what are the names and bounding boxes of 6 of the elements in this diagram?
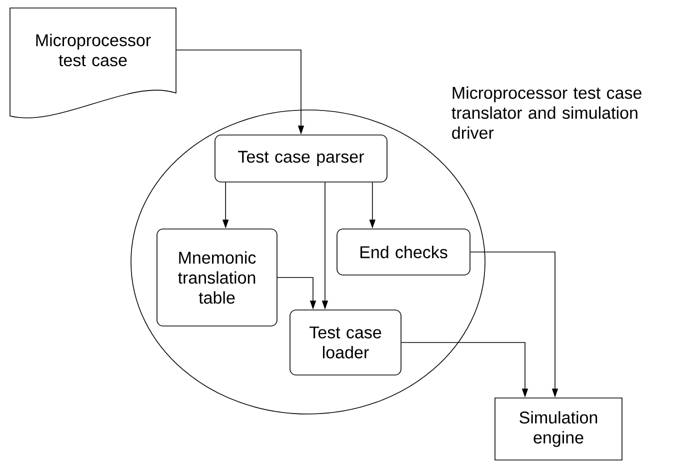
process-box: Mnemonic translation table bbox=[156, 228, 278, 326]
process-box: End checks bbox=[336, 228, 470, 276]
process-box: Simulation engine bbox=[494, 398, 622, 460]
process-box: Test case parser bbox=[214, 134, 388, 182]
heading-text: Microprocessor test case translator and simulation driver bbox=[452, 86, 642, 139]
process-box: Test case loader bbox=[290, 310, 402, 376]
